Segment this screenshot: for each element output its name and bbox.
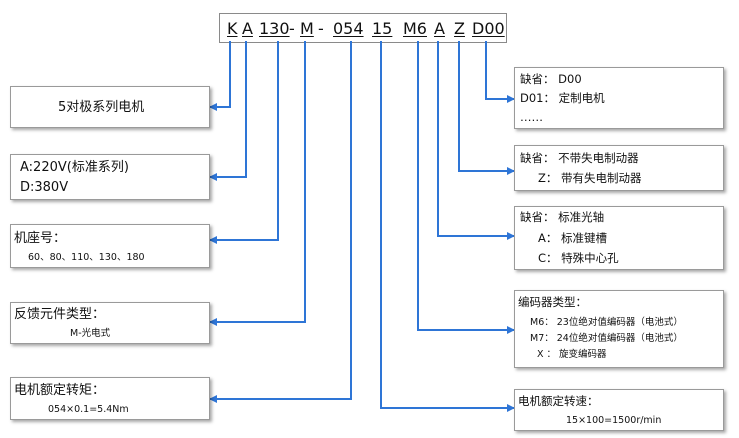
connector-brake: [458, 41, 515, 175]
code-segment-speed: 15: [372, 19, 393, 38]
code-separator: -: [318, 19, 324, 38]
connector-shaft: [437, 41, 515, 240]
code-segment-brake: Z: [454, 19, 465, 38]
connector-speed: [380, 41, 515, 412]
speed-title: 电机额定转速：: [518, 394, 599, 408]
torque-title: 电机额定转矩：: [14, 383, 106, 398]
speed-value: 15×100=1500r/min: [566, 415, 662, 426]
shaft-line-1: 缺省： 标准光轴: [520, 210, 605, 224]
poles-label: 5对极系列电机: [58, 100, 145, 115]
encoder-box: [514, 290, 724, 368]
code-segment-torque: 054: [333, 19, 364, 38]
code-segment-voltage: A: [242, 19, 253, 38]
model-code-box: [219, 13, 507, 43]
brake-line-2: Z： 带有失电制动器: [538, 171, 642, 185]
shaft-line-2: A： 标准键槽: [538, 231, 608, 245]
feedback-box: [10, 302, 210, 344]
connector-torque: [209, 41, 352, 403]
code-separator: -: [289, 19, 295, 38]
feedback-title: 反馈元件类型：: [14, 307, 106, 322]
torque-box: [10, 377, 210, 420]
encoder-line-m7: M7： 24位绝对值编码器（电池式）: [530, 333, 683, 344]
code-segment-encoder: M6: [403, 19, 427, 38]
code-segment-feedback: M: [300, 19, 314, 38]
frame-title: 机座号：: [14, 231, 67, 246]
connector-series: [209, 41, 231, 111]
voltage-line-1: A:220V(标准系列): [20, 160, 129, 175]
option-line-3: ……: [520, 110, 543, 124]
shaft-line-3: C： 特殊中心孔: [538, 251, 619, 265]
shaft-box: [514, 206, 724, 270]
connector-encoder: [417, 41, 515, 334]
option-line-1: 缺省： D00: [520, 72, 582, 86]
frame-values: 60、80、110、130、180: [28, 252, 145, 263]
speed-box: [514, 389, 724, 431]
voltage-line-2: D:380V: [20, 180, 69, 195]
encoder-title: 编码器类型：: [518, 295, 587, 309]
poles-box: [10, 86, 210, 128]
connector-voltage: [209, 41, 247, 181]
code-segment-option: D00: [472, 19, 505, 38]
connector-option: [485, 41, 515, 103]
option-line-2: D01： 定制电机: [520, 91, 605, 105]
code-segment-series: K: [227, 19, 238, 38]
encoder-line-x: X ： 旋变编码器: [537, 349, 607, 360]
frame-box: [10, 224, 210, 268]
encoder-line-m6: M6： 23位绝对值编码器（电池式）: [530, 317, 683, 328]
code-segment-shaft: A: [434, 19, 445, 38]
voltage-box: [10, 154, 210, 200]
connector-feedback: [209, 41, 306, 326]
connector-frame: [209, 41, 279, 244]
brake-box: [514, 145, 724, 191]
brake-line-1: 缺省： 不带失电制动器: [520, 151, 639, 165]
feedback-value: M-光电式: [70, 328, 111, 339]
option-box: [514, 67, 724, 129]
torque-value: 054×0.1=5.4Nm: [48, 404, 129, 415]
code-segment-frame: 130: [259, 19, 290, 38]
